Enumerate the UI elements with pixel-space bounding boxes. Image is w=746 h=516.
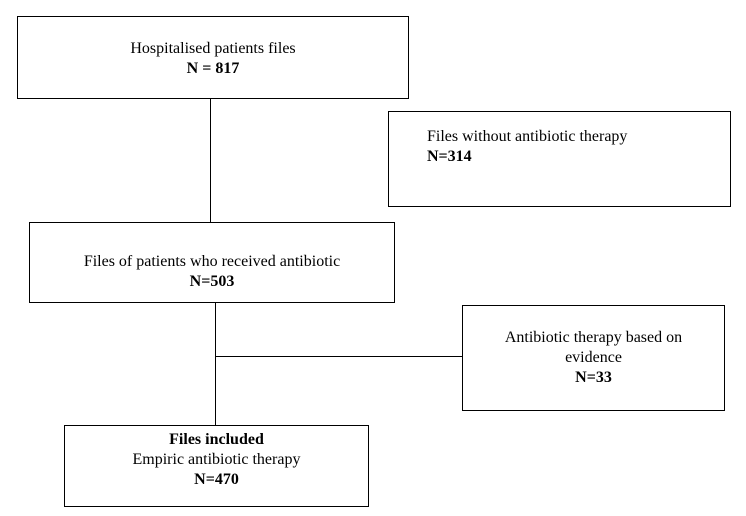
hospitalised-patients-box: Hospitalised patients files N = 817	[17, 16, 409, 99]
files-included-heading: Files included	[169, 431, 264, 448]
hospitalised-count: N = 817	[186, 60, 240, 77]
evidence-based-title-line1: Antibiotic therapy based on	[504, 329, 683, 346]
received-antibiotic-title: Files of patients who received antibioti…	[83, 253, 341, 270]
evidence-based-count: N=33	[575, 369, 612, 386]
files-included-title: Empiric antibiotic therapy	[132, 451, 301, 468]
hospitalised-title: Hospitalised patients files	[130, 40, 296, 57]
connector-hospitalised-to-received	[210, 99, 211, 222]
files-included-box: Files included Empiric antibiotic therap…	[64, 425, 369, 507]
files-included-count: N=470	[194, 471, 239, 488]
evidence-based-box: Antibiotic therapy based on evidence N=3…	[462, 305, 725, 411]
connector-received-to-included	[215, 303, 216, 425]
connector-branch-to-evidence	[215, 356, 462, 357]
received-antibiotic-box: Files of patients who received antibioti…	[29, 222, 395, 303]
without-antibiotic-title: Files without antibiotic therapy	[427, 128, 628, 145]
without-antibiotic-count: N=314	[427, 148, 472, 165]
evidence-based-title-line2: evidence	[565, 349, 622, 366]
without-antibiotic-box: Files without antibiotic therapy N=314	[388, 111, 731, 207]
received-antibiotic-count: N=503	[189, 273, 235, 290]
